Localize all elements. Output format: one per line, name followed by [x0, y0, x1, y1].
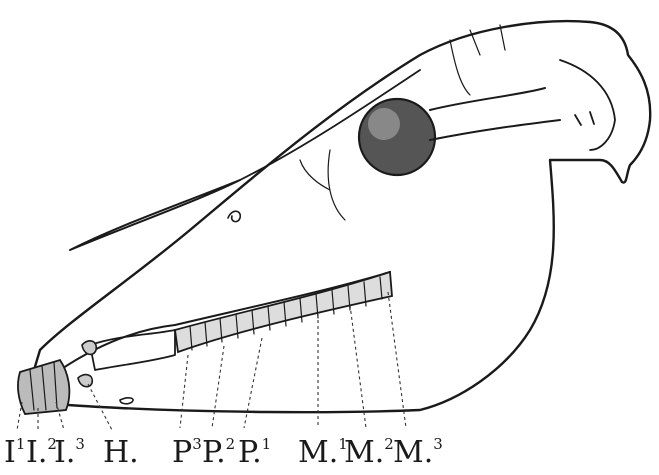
diastema — [90, 330, 175, 370]
leader-m2 — [350, 305, 366, 428]
label-m1: M.1 — [298, 435, 348, 470]
leader-m3 — [388, 292, 406, 428]
orbit-highlight — [368, 108, 400, 140]
label-i2: I.2 — [26, 435, 57, 470]
orbit — [359, 99, 435, 175]
label-p3: P3 — [172, 435, 202, 470]
infraorbital-foramen — [228, 211, 240, 221]
label-i3: I.3 — [54, 435, 85, 470]
label-m3: M.3 — [393, 435, 443, 470]
canine-tooth — [82, 341, 96, 355]
label-h: H. — [103, 435, 139, 470]
leader-p2 — [212, 346, 224, 428]
label-p1: P.1 — [238, 435, 271, 470]
canine-tooth-lower — [78, 375, 92, 387]
nasal-spike — [70, 180, 240, 250]
leader-p3 — [180, 355, 188, 428]
mental-foramen — [120, 398, 133, 404]
leader-p1 — [244, 338, 262, 428]
zygomatic-arch — [430, 88, 560, 140]
tooth-row — [175, 272, 392, 352]
label-i1: I1 — [4, 435, 25, 470]
skull-outline — [25, 21, 650, 412]
occipital-region — [560, 60, 615, 150]
label-m2: M.2 — [344, 435, 394, 470]
label-p2: P.2 — [202, 435, 235, 470]
